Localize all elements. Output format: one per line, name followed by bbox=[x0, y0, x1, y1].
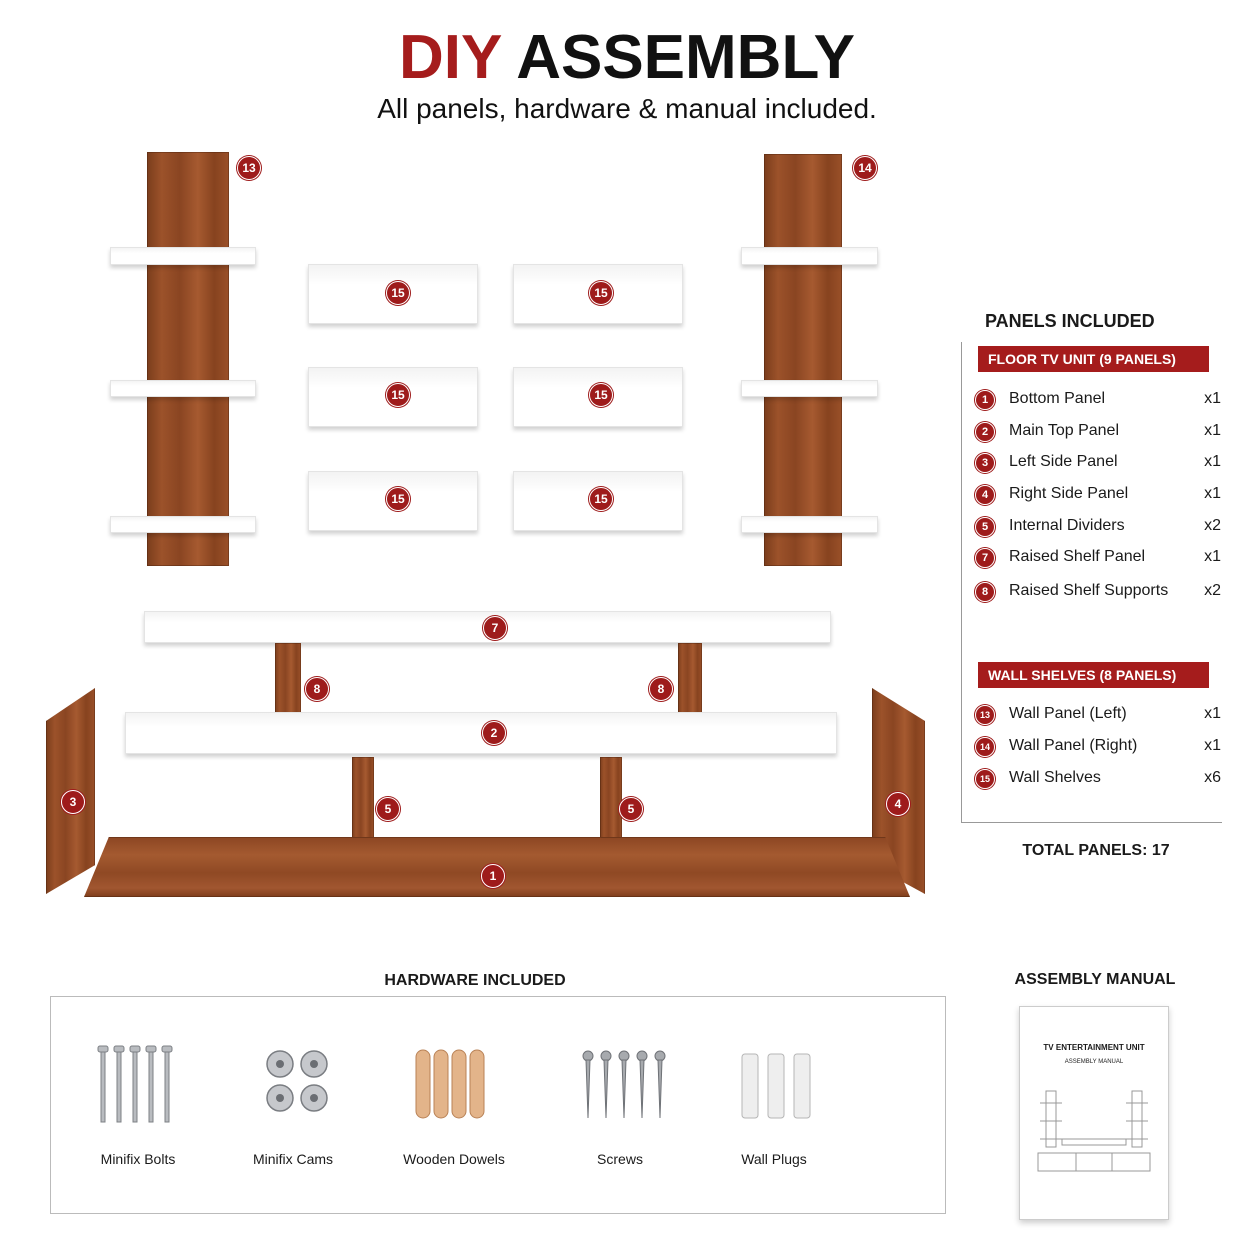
item-number-badge: 5 bbox=[975, 517, 995, 537]
screws-icon bbox=[582, 1050, 666, 1119]
badge-7: 7 bbox=[483, 616, 507, 640]
item-quantity: x2 bbox=[1204, 517, 1221, 534]
item-number-badge: 13 bbox=[975, 705, 995, 725]
badge-4: 4 bbox=[886, 792, 910, 816]
wall-shelves-category: WALL SHELVES (8 PANELS) bbox=[978, 662, 1209, 688]
item-number-badge: 3 bbox=[975, 453, 995, 473]
item-label: Raised Shelf Supports bbox=[1009, 582, 1169, 599]
wall-panel-right bbox=[764, 154, 842, 566]
floor-unit-category: FLOOR TV UNIT (9 PANELS) bbox=[978, 346, 1209, 372]
wall-panel-left bbox=[147, 152, 229, 566]
badge-5: 5 bbox=[619, 797, 643, 821]
badge-15: 15 bbox=[589, 281, 613, 305]
panels-included-title: PANELS INCLUDED bbox=[985, 311, 1155, 331]
item-label: Main Top Panel bbox=[1009, 422, 1119, 439]
assembly-manual-title: ASSEMBLY MANUAL bbox=[1014, 971, 1176, 988]
hardware-label-minifix-cams: Minifix Cams bbox=[252, 1151, 334, 1167]
badge-13: 13 bbox=[237, 156, 261, 180]
hardware-included-title: HARDWARE INCLUDED bbox=[384, 972, 566, 989]
badge-2: 2 bbox=[482, 721, 506, 745]
badge-8: 8 bbox=[649, 677, 673, 701]
list-item: 1 Bottom Panel x1 bbox=[975, 389, 1223, 411]
item-quantity: x1 bbox=[1204, 453, 1221, 470]
item-quantity: x2 bbox=[1204, 582, 1221, 599]
title-diy: DIY bbox=[399, 23, 502, 92]
wall-shelf bbox=[110, 247, 256, 265]
item-label: Wall Panel (Left) bbox=[1009, 705, 1127, 722]
item-number-badge: 7 bbox=[975, 548, 995, 568]
item-label: Wall Panel (Right) bbox=[1009, 737, 1138, 754]
badge-15: 15 bbox=[386, 383, 410, 407]
item-quantity: x6 bbox=[1204, 769, 1221, 786]
hardware-label-screws: Screws bbox=[597, 1151, 643, 1167]
list-item: 14 Wall Panel (Right) x1 bbox=[975, 736, 1223, 758]
hardware-label-minifix-bolts: Minifix Bolts bbox=[100, 1151, 176, 1167]
assembly-manual-booklet: TV ENTERTAINMENT UNIT ASSEMBLY MANUAL bbox=[1019, 1006, 1169, 1220]
wall-shelf bbox=[741, 516, 878, 533]
item-label: Wall Shelves bbox=[1009, 769, 1101, 786]
manual-illustration-icon bbox=[1037, 1090, 1151, 1172]
item-quantity: x1 bbox=[1204, 737, 1221, 754]
manual-cover-subtitle: ASSEMBLY MANUAL bbox=[1064, 1059, 1124, 1065]
item-label: Left Side Panel bbox=[1009, 453, 1118, 470]
badge-15: 15 bbox=[589, 487, 613, 511]
badge-15: 15 bbox=[386, 487, 410, 511]
badge-3: 3 bbox=[61, 790, 85, 814]
list-item: 13 Wall Panel (Left) x1 bbox=[975, 704, 1223, 726]
minifix-bolts-icon bbox=[97, 1045, 173, 1123]
manual-cover-title: TV ENTERTAINMENT UNIT bbox=[1043, 1043, 1145, 1052]
item-label: Right Side Panel bbox=[1009, 485, 1129, 502]
badge-15: 15 bbox=[589, 383, 613, 407]
item-quantity: x1 bbox=[1204, 548, 1221, 565]
list-item: 4 Right Side Panel x1 bbox=[975, 484, 1223, 506]
wall-shelf bbox=[741, 380, 878, 397]
list-item: 15 Wall Shelves x6 bbox=[975, 768, 1223, 790]
item-number-badge: 8 bbox=[975, 582, 995, 602]
title-assembly: ASSEMBLY bbox=[516, 23, 855, 92]
item-label: Internal Dividers bbox=[1009, 517, 1125, 534]
wall-shelf bbox=[110, 516, 256, 533]
page-subtitle: All panels, hardware & manual included. bbox=[377, 93, 877, 124]
hardware-box bbox=[50, 996, 946, 1214]
item-label: Raised Shelf Panel bbox=[1009, 548, 1146, 565]
badge-15: 15 bbox=[386, 281, 410, 305]
item-quantity: x1 bbox=[1204, 422, 1221, 439]
item-number-badge: 14 bbox=[975, 737, 995, 757]
hardware-label-wooden-dowels: Wooden Dowels bbox=[403, 1151, 505, 1167]
item-number-badge: 1 bbox=[975, 390, 995, 410]
wall-shelf bbox=[110, 380, 256, 397]
hardware-label-wall-plugs: Wall Plugs bbox=[741, 1151, 807, 1167]
badge-14: 14 bbox=[853, 156, 877, 180]
item-quantity: x1 bbox=[1204, 485, 1221, 502]
list-item: 7 Raised Shelf Panel x1 bbox=[975, 547, 1223, 569]
item-number-badge: 2 bbox=[975, 422, 995, 442]
item-quantity: x1 bbox=[1204, 390, 1221, 407]
minifix-cams-icon bbox=[266, 1050, 328, 1112]
item-label: Bottom Panel bbox=[1009, 390, 1106, 407]
page-title: DIY ASSEMBLY bbox=[0, 22, 1254, 93]
list-item: 3 Left Side Panel x1 bbox=[975, 452, 1223, 474]
item-quantity: x1 bbox=[1204, 705, 1221, 722]
badge-1: 1 bbox=[481, 864, 505, 888]
list-item: 5 Internal Dividers x2 bbox=[975, 516, 1223, 538]
list-item: 8 Raised Shelf Supports x2 bbox=[975, 581, 1223, 603]
wooden-dowels-icon bbox=[415, 1049, 485, 1119]
total-panels: TOTAL PANELS: 17 bbox=[1022, 842, 1170, 859]
list-item: 2 Main Top Panel x1 bbox=[975, 421, 1223, 443]
main-top-panel bbox=[125, 712, 837, 754]
wall-plugs-icon bbox=[741, 1053, 811, 1119]
panels-list-frame bbox=[961, 342, 1222, 823]
item-number-badge: 15 bbox=[975, 769, 995, 789]
item-number-badge: 4 bbox=[975, 485, 995, 505]
badge-5: 5 bbox=[376, 797, 400, 821]
wall-shelf bbox=[741, 247, 878, 265]
badge-8: 8 bbox=[305, 677, 329, 701]
